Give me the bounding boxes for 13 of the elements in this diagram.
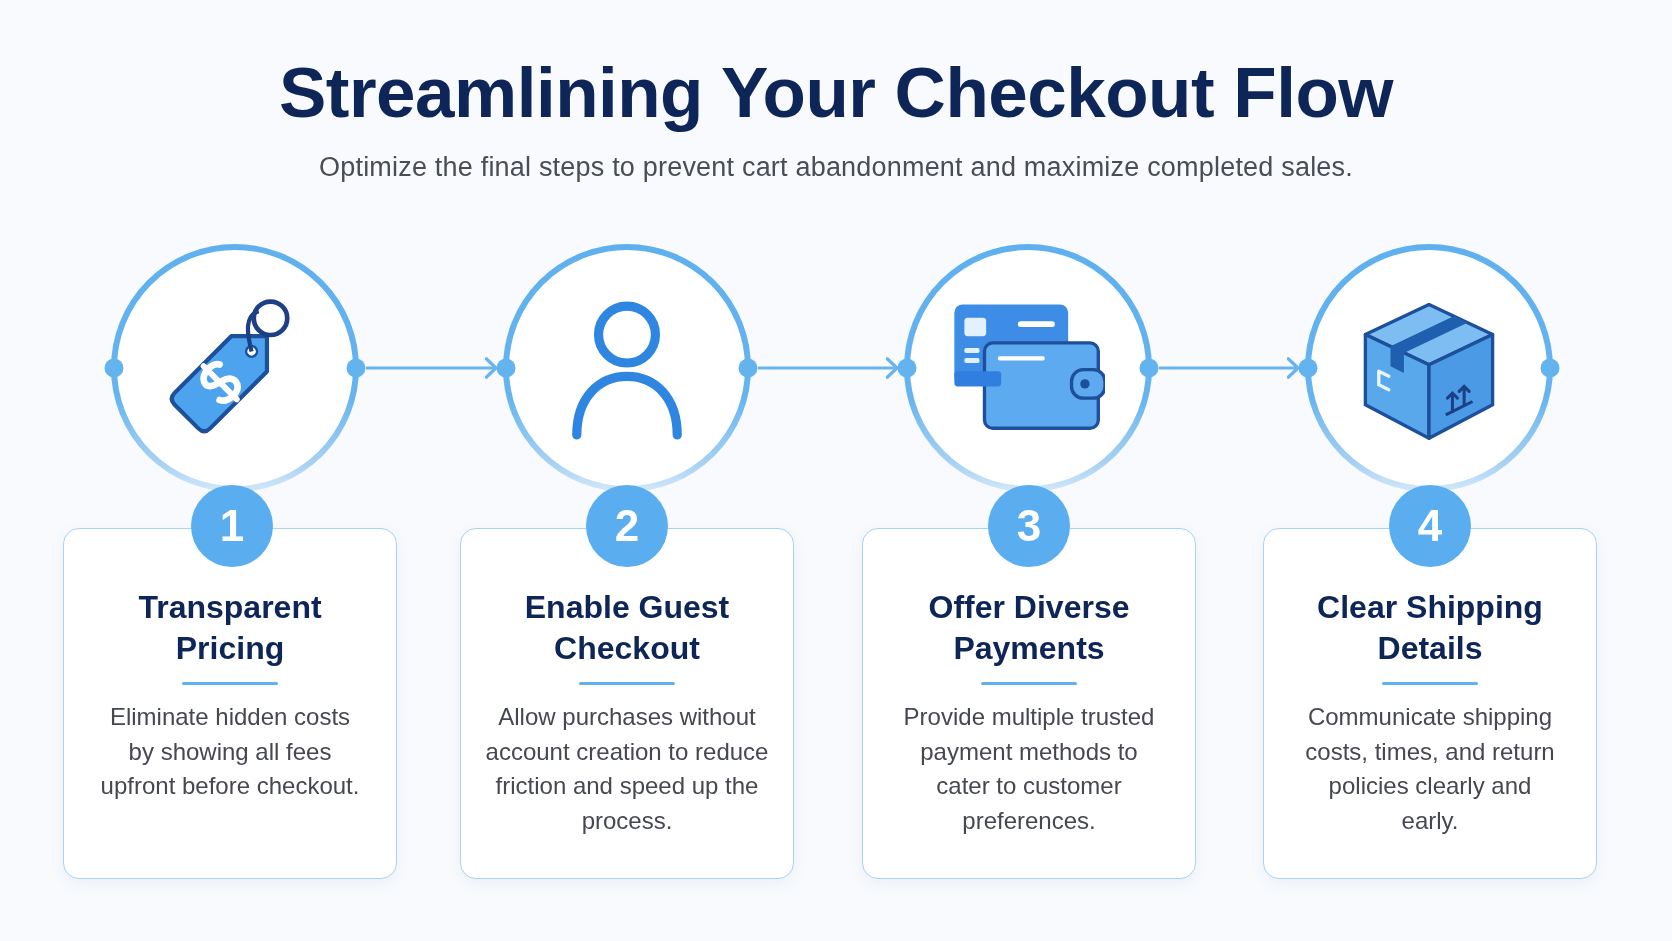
title: Streamlining Your Checkout Flow: [278, 53, 1394, 133]
card-description: Eliminate hidden costs by showing all fees upfront before checkout.: [99, 702, 361, 801]
arrow: [366, 357, 498, 379]
card-heading: Offer Diverse Payments: [927, 588, 1131, 668]
card-description: Allow purchases without account creation to reduce friction and speed up the process.: [484, 702, 770, 836]
arrow: [758, 357, 899, 379]
card-heading: Clear Shipping Details: [1316, 588, 1544, 668]
subtitle: Optimize the final steps to prevent cart abandonment and maximize completed sales.: [319, 151, 1353, 184]
card-heading: Enable Guest Checkout: [523, 588, 731, 668]
card-description: Provide multiple trusted payment methods to cater to customer preferences.: [902, 702, 1156, 836]
arrow: [1159, 357, 1300, 379]
card-heading: Transparent Pricing: [137, 588, 323, 668]
card-description: Communicate shipping costs, times, and return policies clearly and early.: [1304, 702, 1556, 836]
